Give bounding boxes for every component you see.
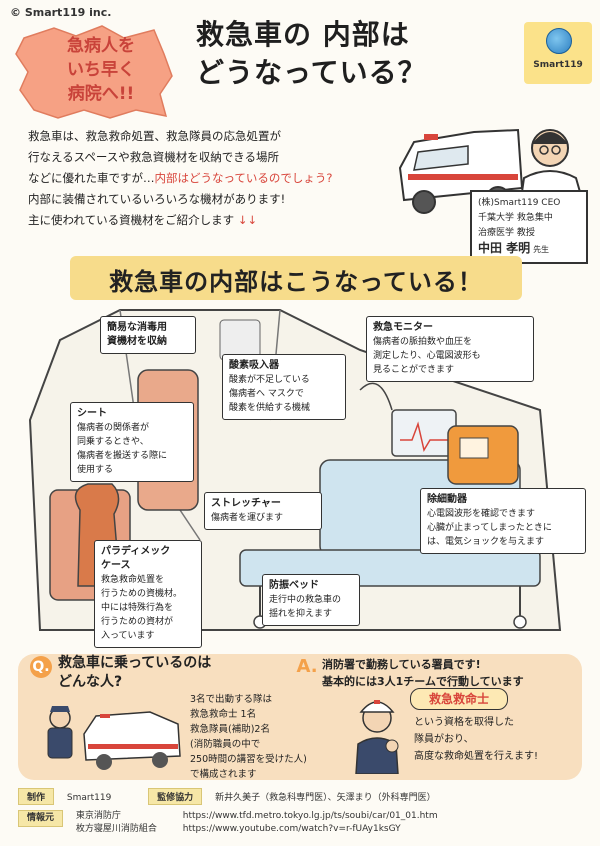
answer-badge: A. [296, 656, 318, 677]
globe-icon [546, 28, 572, 54]
supervise-tag: 監修協力 [148, 788, 203, 805]
footer-sources: 情報元 東京消防庁 枚方寝屋川消防組合 https://www.tfd.metr… [18, 810, 582, 836]
arrow-down-icon: ↓↓ [237, 213, 258, 227]
rescuer-illustration [355, 700, 399, 774]
answer-text: 消防署で勤務している署員です! 基本的には3人1チームで行動しています [322, 658, 524, 688]
label-defibrillator: 除細動器 心電図波形を確認できます 心臓が止まってしまったときに は、電気ショッ… [420, 488, 586, 554]
supervise-value: 新井久美子（救急科専門医）、矢澤まり（外科専門医） [215, 793, 436, 803]
label-vibration-bed: 防振ベッド 走行中の救急車の 揺れを抑えます [262, 574, 360, 626]
burst-text: 急病人を いち早く 病院へ!! [67, 36, 135, 104]
banner-title: 救急車の内部はこうなっている！ [109, 268, 483, 296]
source2-link[interactable]: https://www.youtube.com/watch?v=r-fUAy1k… [182, 824, 401, 834]
label-paramedic-case: パラディメック ケース 救急救命処置を 行うための資機材。 中には特殊行為を 行… [94, 540, 202, 648]
source2-name: 枚方寝屋川消防組合 [75, 824, 157, 834]
source1-link[interactable]: https://www.tfd.metro.tokyo.lg.jp/ts/sou… [182, 811, 438, 821]
answer-description: という資格を取得した 隊員がおり、 高度な救命処置を行えます! [414, 717, 539, 762]
produce-value: Smart119 [66, 793, 112, 803]
page-title: 救急車の 内部は どうなっている？ [196, 18, 427, 89]
logo-text: Smart119 [533, 60, 583, 70]
question-badge: Q. [30, 656, 52, 678]
label-disinfection-storage: 簡易な消毒用 資機材を収納 [100, 316, 196, 354]
section-banner [70, 256, 522, 300]
label-monitor: 救急モニター 傷病者の脈拍数や血圧を 測定したり、心電図波形も 見ることができま… [366, 316, 534, 382]
source-tag: 情報元 [18, 810, 64, 827]
source1-name: 東京消防庁 [75, 811, 121, 821]
label-oxygen: 酸素吸入器 酸素が不足している 傷病者へ マスクで 酸素を供給する機械 [222, 354, 346, 420]
intro-text: 救急車は、救急救命処置、救急隊員の応急処置が 行なえるスペースや救急資機材を収納… [28, 129, 333, 227]
staff-composition: 3名で出動する隊は 救急救命士 1名 救急隊員(補助)2名 (消防職員の中で 2… [190, 694, 307, 780]
label-stretcher: ストレッチャー 傷病者を運びます [204, 492, 322, 530]
label-seat: シート 傷病者の関係者が 同乗するときや、 傷病者を搬送する際に 使用する [70, 402, 194, 482]
copyright-text: © Smart119 inc. [10, 6, 112, 19]
ambulance-doctor-illustration [398, 128, 582, 214]
rescuer-title: 救急救命士 [410, 688, 508, 710]
question-text: 救急車に乗っているのは どんな人? [58, 655, 212, 690]
staff-ambulance-illustration [47, 706, 181, 770]
footer-credits: 制作 Smart119 監修協力 新井久美子（救急科専門医）、矢澤まり（外科専門… [18, 788, 582, 805]
starburst-badge [15, 25, 173, 119]
produce-tag: 制作 [18, 788, 55, 805]
doctor-profile: (株)Smart119 CEO 千葉大学 救急集中 治療医学 教授 中田 孝明 … [470, 190, 588, 264]
